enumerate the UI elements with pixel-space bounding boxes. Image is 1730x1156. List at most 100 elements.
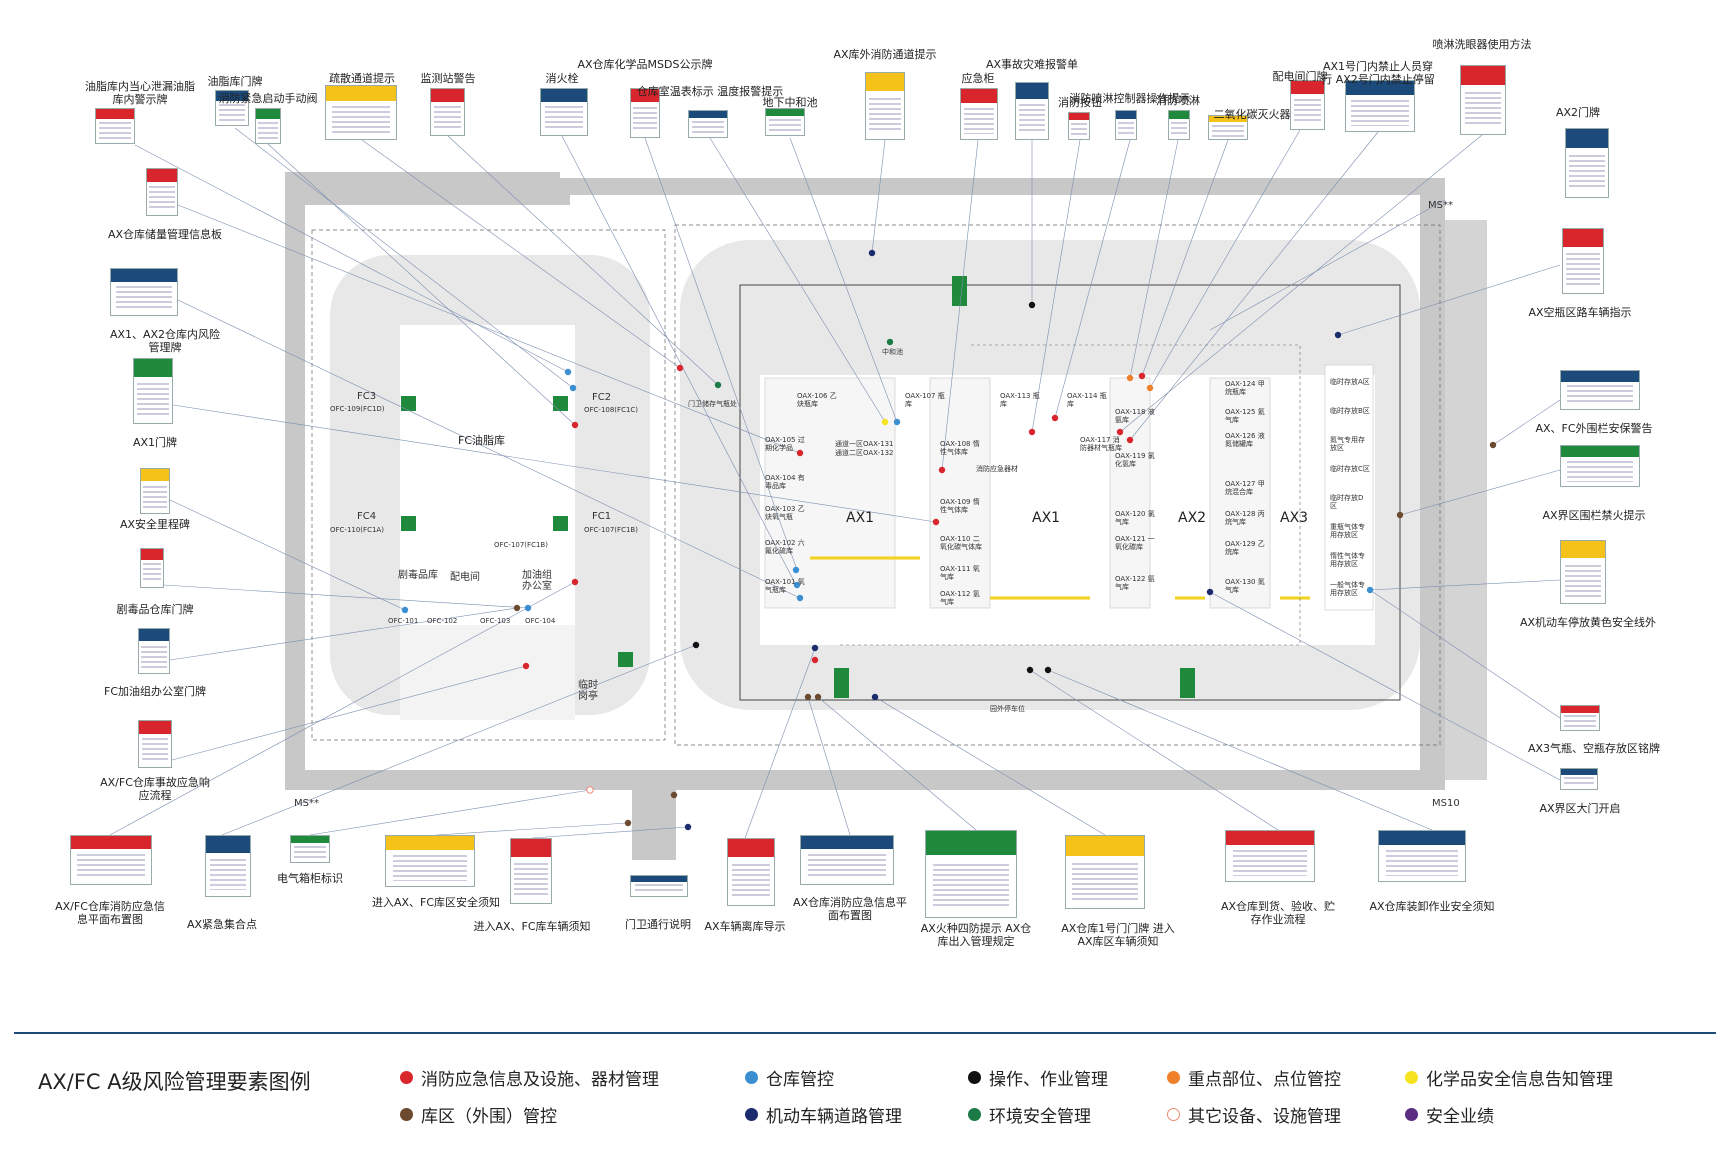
- sign-text-lines: [1070, 122, 1088, 137]
- left-sign-caption: AX1、AX2仓库内风险管理牌: [109, 328, 221, 354]
- top-sign-caption: 消火栓: [545, 72, 579, 85]
- leader-line: [177, 204, 801, 454]
- ms-top-right: MS**: [1428, 200, 1453, 211]
- leader-line: [1047, 669, 1433, 831]
- ax1-hall-label-b: AX1: [1032, 510, 1061, 526]
- sign-text-lines: [149, 186, 175, 211]
- risk-marker-dot: [811, 656, 819, 664]
- sign-text-lines: [1351, 100, 1409, 126]
- risk-marker-dot: [571, 578, 579, 586]
- right-sign-4: [1560, 705, 1600, 731]
- storage-room-label: OAX-125 氦气库: [1225, 408, 1265, 424]
- ax3-zone-label: 临时存放A区: [1330, 378, 1370, 386]
- legend-dot-icon: [968, 1071, 981, 1084]
- top-sign-4: [430, 88, 465, 136]
- ax3-zone-label: 临时存放B区: [1330, 407, 1370, 415]
- corridor-label-2: 通道二区OAX-132: [835, 449, 894, 457]
- exit-sign-fc3: [401, 396, 416, 411]
- risk-marker-dot: [1051, 414, 1059, 422]
- top-sign-caption: 配电间门牌: [1272, 70, 1328, 83]
- storage-room-label: OAX-121 一氧化碳库: [1115, 535, 1155, 551]
- left-sign-caption: AX仓库储量管理信息板: [107, 228, 223, 241]
- sign-text-lines: [514, 863, 548, 897]
- fc-building: [400, 325, 575, 625]
- sign-text-lines: [141, 738, 169, 763]
- right-sign-caption: AX、FC外围栏安保警告: [1535, 422, 1653, 435]
- top-sign-caption: 消防按钮: [1058, 96, 1102, 109]
- risk-marker-dot: [871, 693, 879, 701]
- storage-room-label: OAX-108 惰性气体库: [940, 440, 980, 456]
- sign-text-lines: [116, 286, 172, 311]
- top-sign-caption: 喷淋洗眼器使用方法: [1432, 38, 1532, 51]
- ax1-hall-label-a: AX1: [846, 510, 875, 526]
- sign-header-band: [1561, 371, 1639, 382]
- legend-label: 环境安全管理: [989, 1107, 1091, 1127]
- temp-booth: 临时岗亭: [578, 680, 598, 702]
- fc2-code: OFC-108(FC1C): [584, 406, 639, 414]
- risk-marker-dot: [1206, 588, 1214, 596]
- top-sign-5: [540, 88, 588, 136]
- sign-text-lines: [1170, 121, 1188, 137]
- storage-room-label: OAX-120 氯气库: [1115, 510, 1155, 526]
- legend-label: 仓库管控: [766, 1070, 834, 1090]
- sign-header-band: [1561, 706, 1599, 713]
- top-sign-caption: 消防喷淋控制器操作提示: [1069, 92, 1191, 105]
- leader-line: [1492, 399, 1561, 446]
- sign-text-lines: [1018, 104, 1046, 134]
- ax3-zone-label: 临时存放D区: [1330, 494, 1364, 510]
- top-sign-7: [688, 110, 728, 138]
- storage-room-label: OAX-114 瓶库: [1067, 392, 1107, 408]
- sign-text-lines: [1212, 124, 1244, 137]
- sign-header-band: [961, 89, 997, 103]
- sign-header-band: [326, 86, 396, 101]
- fc-building-label: FC油脂库: [458, 434, 506, 447]
- leader-line: [1149, 129, 1301, 389]
- legend-item: 机动车辆道路管理: [745, 1102, 902, 1127]
- sign-header-band: [139, 721, 171, 734]
- left-sign-1: [110, 268, 178, 316]
- sign-header-band: [134, 359, 172, 377]
- sign-header-band: [689, 111, 727, 119]
- leader-line: [1129, 139, 1179, 379]
- bottom-sign-caption: AX火种四防提示 AX仓库出入管理规定: [920, 922, 1032, 948]
- top-sign-caption: 监测站警告: [420, 72, 476, 85]
- leader-line: [134, 144, 569, 373]
- right-sign-caption: AX机动车停放黄色安全线外: [1519, 616, 1657, 629]
- sign-header-band: [206, 836, 250, 853]
- storage-room-label: OAX-126 液氮储罐库: [1225, 432, 1265, 448]
- storage-room-label: OAX-129 乙烷库: [1225, 540, 1265, 556]
- sign-text-lines: [1233, 850, 1307, 876]
- bottom-sign-caption: 电气箱柜标识: [277, 872, 343, 885]
- sign-header-band: [866, 73, 904, 92]
- sign-text-lines: [933, 863, 1009, 909]
- bottom-sign-6: [727, 838, 775, 906]
- storage-room-label: OAX-107 瓶库: [905, 392, 945, 408]
- sign-text-lines: [692, 120, 724, 135]
- sign-text-lines: [1464, 91, 1502, 128]
- left-sign-caption: FC加油组办公室门牌: [103, 685, 207, 698]
- sign-text-lines: [1564, 564, 1602, 597]
- sign-text-lines: [633, 107, 657, 133]
- legend-dot-icon: [400, 1071, 413, 1084]
- ms-bottom-left: MS**: [294, 798, 319, 809]
- sign-text-lines: [808, 854, 886, 880]
- leader-line: [644, 137, 798, 571]
- sign-header-band: [141, 549, 163, 560]
- legend-label: 操作、作业管理: [989, 1070, 1108, 1090]
- sign-header-band: [1563, 229, 1603, 247]
- leader-line: [1399, 469, 1561, 516]
- sign-header-band: [728, 839, 774, 858]
- leader-line: [807, 696, 851, 836]
- leader-line: [789, 137, 898, 423]
- top-sign-caption: 疏散通道提示: [329, 72, 395, 85]
- marker-dots: [401, 249, 1497, 831]
- right-sign-2: [1560, 445, 1640, 487]
- sign-header-band: [111, 269, 177, 282]
- leader-line: [1369, 589, 1561, 719]
- bottom-sign-1: [205, 835, 251, 897]
- risk-marker-dot: [522, 662, 530, 670]
- sign-text-lines: [209, 858, 247, 890]
- storage-room-label: OAX-101 氧气瓶库: [765, 578, 805, 594]
- top-sign-0: [95, 108, 135, 144]
- fc4-label: FC4: [357, 511, 377, 522]
